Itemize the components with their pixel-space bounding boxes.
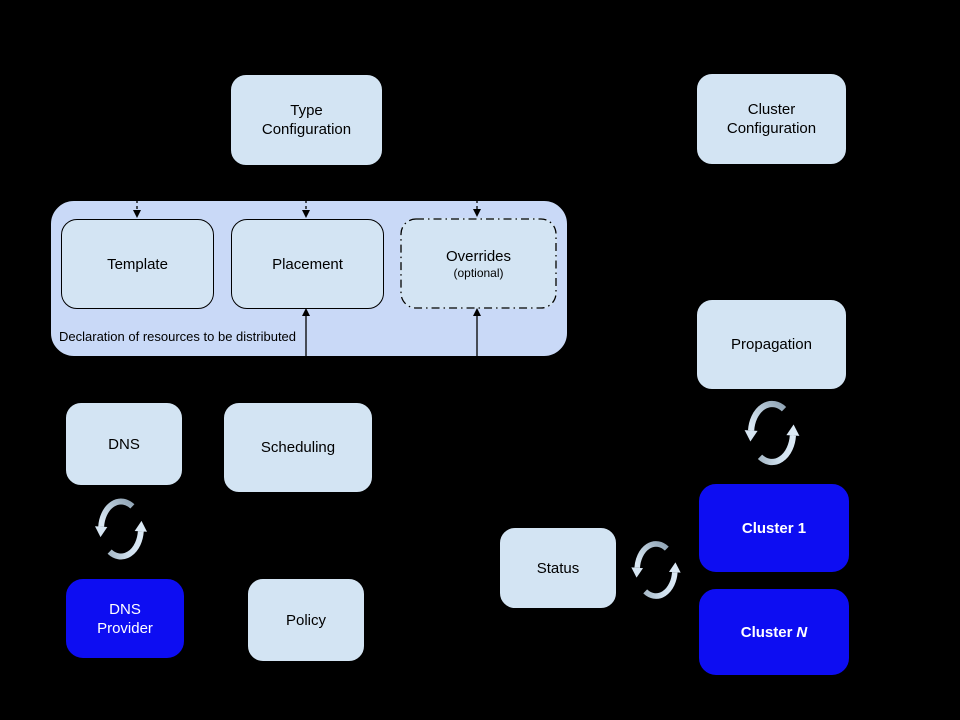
node-overrides: Overrides (optional) <box>400 218 557 309</box>
node-label: Configuration <box>261 121 352 138</box>
node-status: Status <box>499 527 617 609</box>
sync-cycle-arrows-icon <box>629 532 683 608</box>
node-label: Cluster <box>747 101 796 118</box>
sync-cycle-arrows-icon <box>92 492 150 566</box>
node-scheduling: Scheduling <box>223 402 373 493</box>
node-placement: Placement <box>231 219 384 309</box>
sync-cycle-arrows-icon <box>742 394 802 472</box>
dash-dot-border <box>400 218 557 309</box>
cluster-n-prefix: Cluster <box>740 623 793 641</box>
node-label: Cluster 1 <box>741 519 807 537</box>
node-label: DNS <box>108 435 140 453</box>
node-policy: Policy <box>247 578 365 662</box>
node-label: Placement <box>272 255 343 273</box>
cluster-n-italic: N <box>796 623 808 641</box>
node-dns-provider: DNS Provider <box>65 578 185 659</box>
node-label: Configuration <box>726 120 817 137</box>
node-propagation: Propagation <box>696 299 847 390</box>
node-label: Scheduling <box>260 439 336 456</box>
node-label: DNS <box>109 600 141 618</box>
resource-declaration-group: Template Placement Overrides (optional) … <box>50 200 568 357</box>
node-label: Status <box>536 559 580 577</box>
node-type-configuration: Type Configuration <box>230 74 383 166</box>
node-cluster-configuration: Cluster Configuration <box>696 73 847 165</box>
node-label: Policy <box>285 611 326 629</box>
node-label: Overrides <box>445 247 512 265</box>
node-label: Type <box>290 102 323 119</box>
node-sublabel: (optional) <box>453 265 504 280</box>
node-cluster-1: Cluster 1 <box>698 483 850 573</box>
node-label: Template <box>107 255 168 273</box>
node-template: Template <box>61 219 214 309</box>
node-dns: DNS <box>65 402 183 486</box>
node-label: Provider <box>97 619 153 637</box>
group-caption: Declaration of resources to be distribut… <box>59 329 297 344</box>
node-label: Propagation <box>731 336 812 353</box>
